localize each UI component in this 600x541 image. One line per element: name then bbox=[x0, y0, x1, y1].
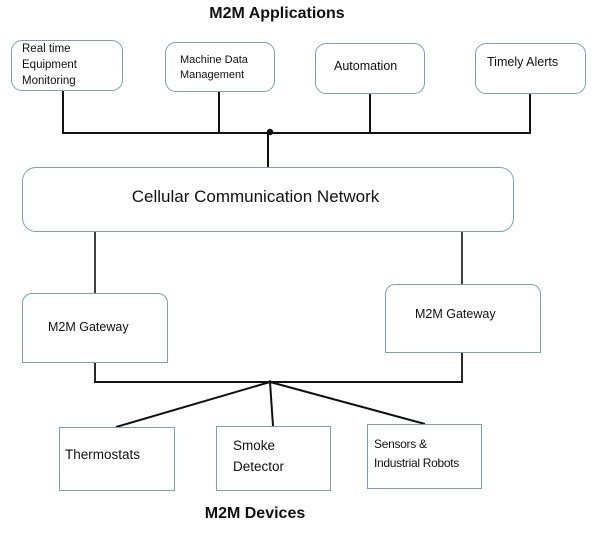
cellular-network-label: Cellular Communication Network bbox=[131, 187, 380, 206]
connector-to-smoke-detector bbox=[269, 381, 274, 427]
app-label-line: Management bbox=[180, 69, 245, 81]
device-label-line: Thermostats bbox=[65, 447, 141, 462]
cellular-network-box: Cellular Communication Network bbox=[22, 167, 514, 232]
connector-to-sensors bbox=[269, 381, 426, 425]
app-label-line: Automation bbox=[334, 59, 398, 73]
app-label-line: Equipment bbox=[22, 59, 77, 71]
connector-to-thermostats bbox=[115, 381, 271, 428]
app-label-line: Real time bbox=[22, 43, 71, 55]
app-label-line: Machine Data bbox=[180, 54, 248, 66]
app-box-automation: Automation bbox=[315, 43, 425, 94]
device-label-line: Sensors & bbox=[374, 437, 427, 451]
device-box-thermostats: Thermostats bbox=[59, 427, 175, 491]
gateway-left-label: M2M Gateway bbox=[48, 320, 129, 334]
devices-title: M2M Devices bbox=[204, 505, 306, 522]
applications-title: M2M Applications bbox=[209, 5, 345, 22]
gateway-right-label: M2M Gateway bbox=[415, 307, 496, 321]
device-box-sensors-industrial-robots: Sensors & Industrial Robots bbox=[367, 424, 482, 489]
app-label-line: Monitoring bbox=[22, 75, 76, 87]
app-box-timely-alerts: Timely Alerts bbox=[475, 43, 586, 94]
device-label-line: Industrial Robots bbox=[374, 456, 459, 470]
device-box-smoke-detector: Smoke Detector bbox=[216, 426, 331, 491]
gateway-left-box: M2M Gateway bbox=[22, 293, 168, 363]
app-box-machine-data-management: Machine Data Management bbox=[165, 42, 275, 92]
gateway-right-box: M2M Gateway bbox=[385, 284, 541, 353]
app-label-line: Timely Alerts bbox=[487, 55, 559, 69]
device-label-line: Detector bbox=[233, 459, 285, 474]
device-label-line: Smoke bbox=[233, 438, 276, 453]
app-box-real-time-equipment-monitoring: Real time Equipment Monitoring bbox=[11, 40, 123, 91]
